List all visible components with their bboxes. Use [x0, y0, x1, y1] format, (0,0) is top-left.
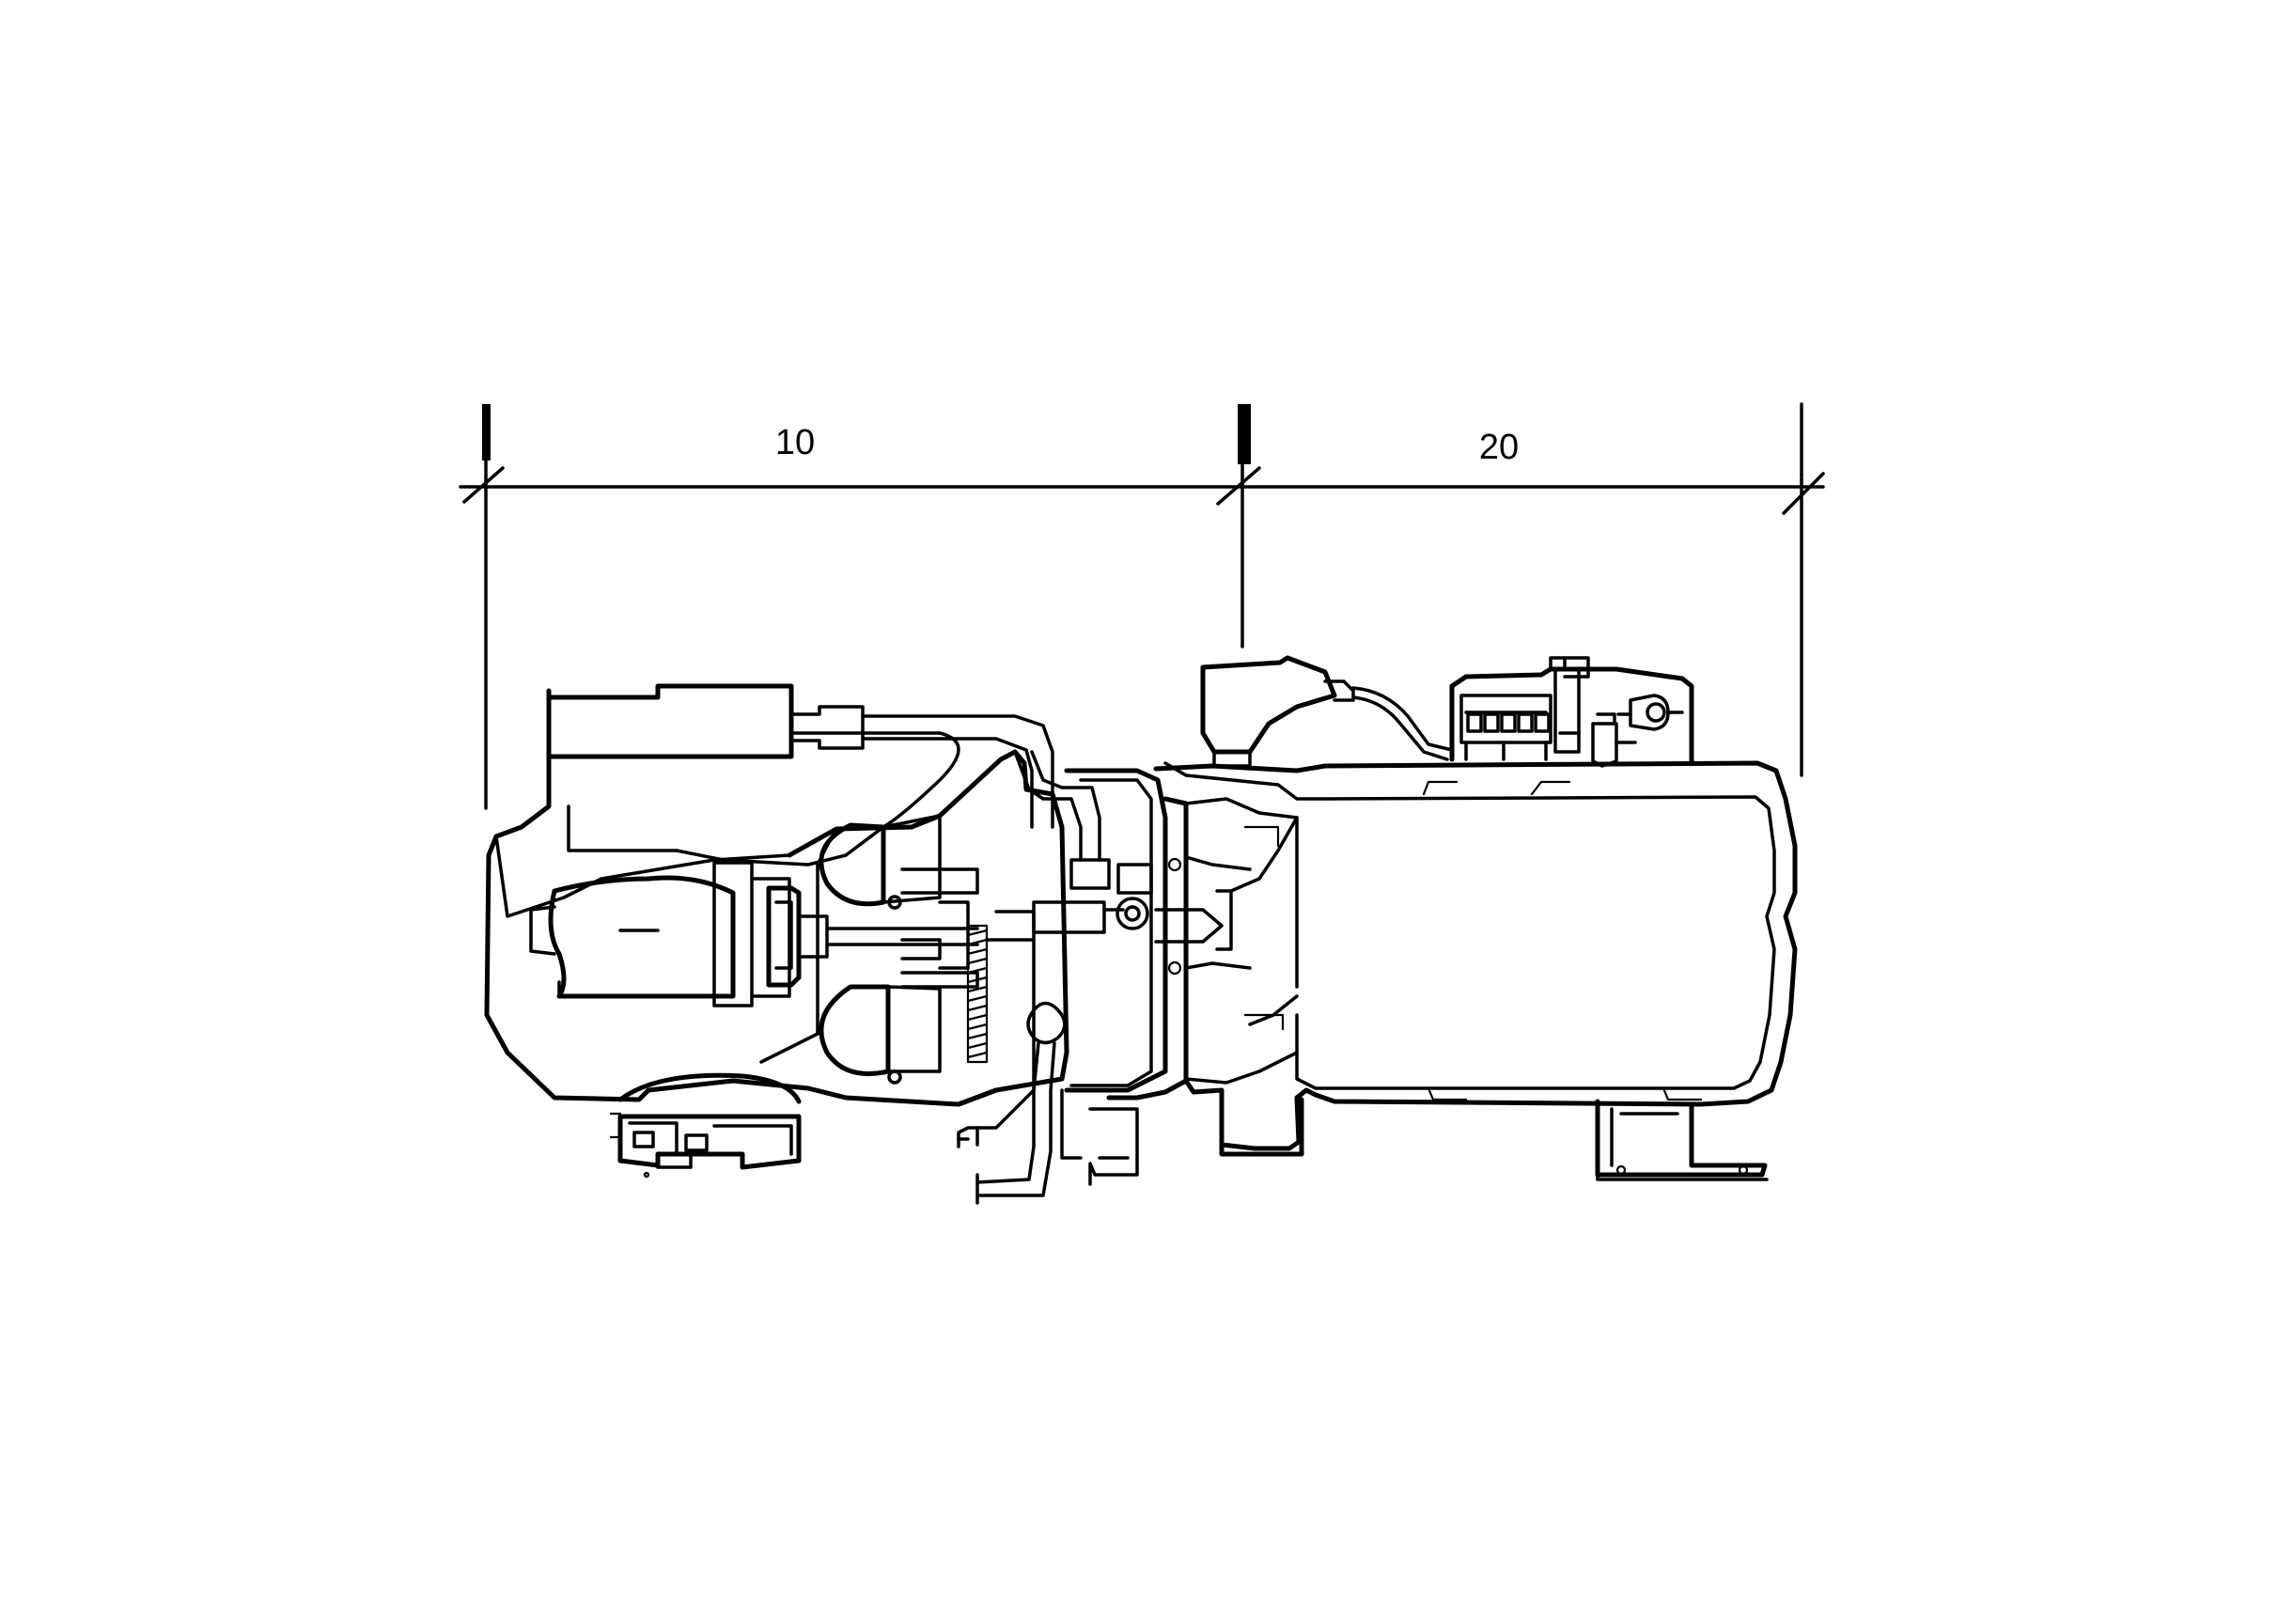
fuel-pipes [957, 750, 1139, 1205]
dimension-label-20: 20 [1479, 428, 1519, 467]
dimension-label-10: 10 [775, 423, 815, 462]
electronic-controller [609, 1072, 802, 1179]
heater-unit [484, 655, 1798, 1205]
mounting-feet [1219, 1092, 1769, 1181]
extension-tick-middle [1238, 404, 1251, 464]
burner-head [1032, 768, 1252, 1101]
terminal-strip [1449, 656, 1694, 768]
spring [966, 924, 989, 1064]
dimension-tick-right [1782, 472, 1825, 515]
dimension-tick-left [462, 466, 505, 504]
heat-exchanger [1153, 760, 1798, 1151]
extension-tick-left [482, 404, 491, 461]
dimension-lines: 10 20 [459, 402, 1825, 810]
control-box [546, 683, 1054, 867]
blower-and-burner [759, 749, 1069, 1107]
fan-housing [484, 789, 999, 1107]
glow-plug-connector [1200, 655, 1454, 768]
dimension-tick-middle [1216, 466, 1261, 506]
